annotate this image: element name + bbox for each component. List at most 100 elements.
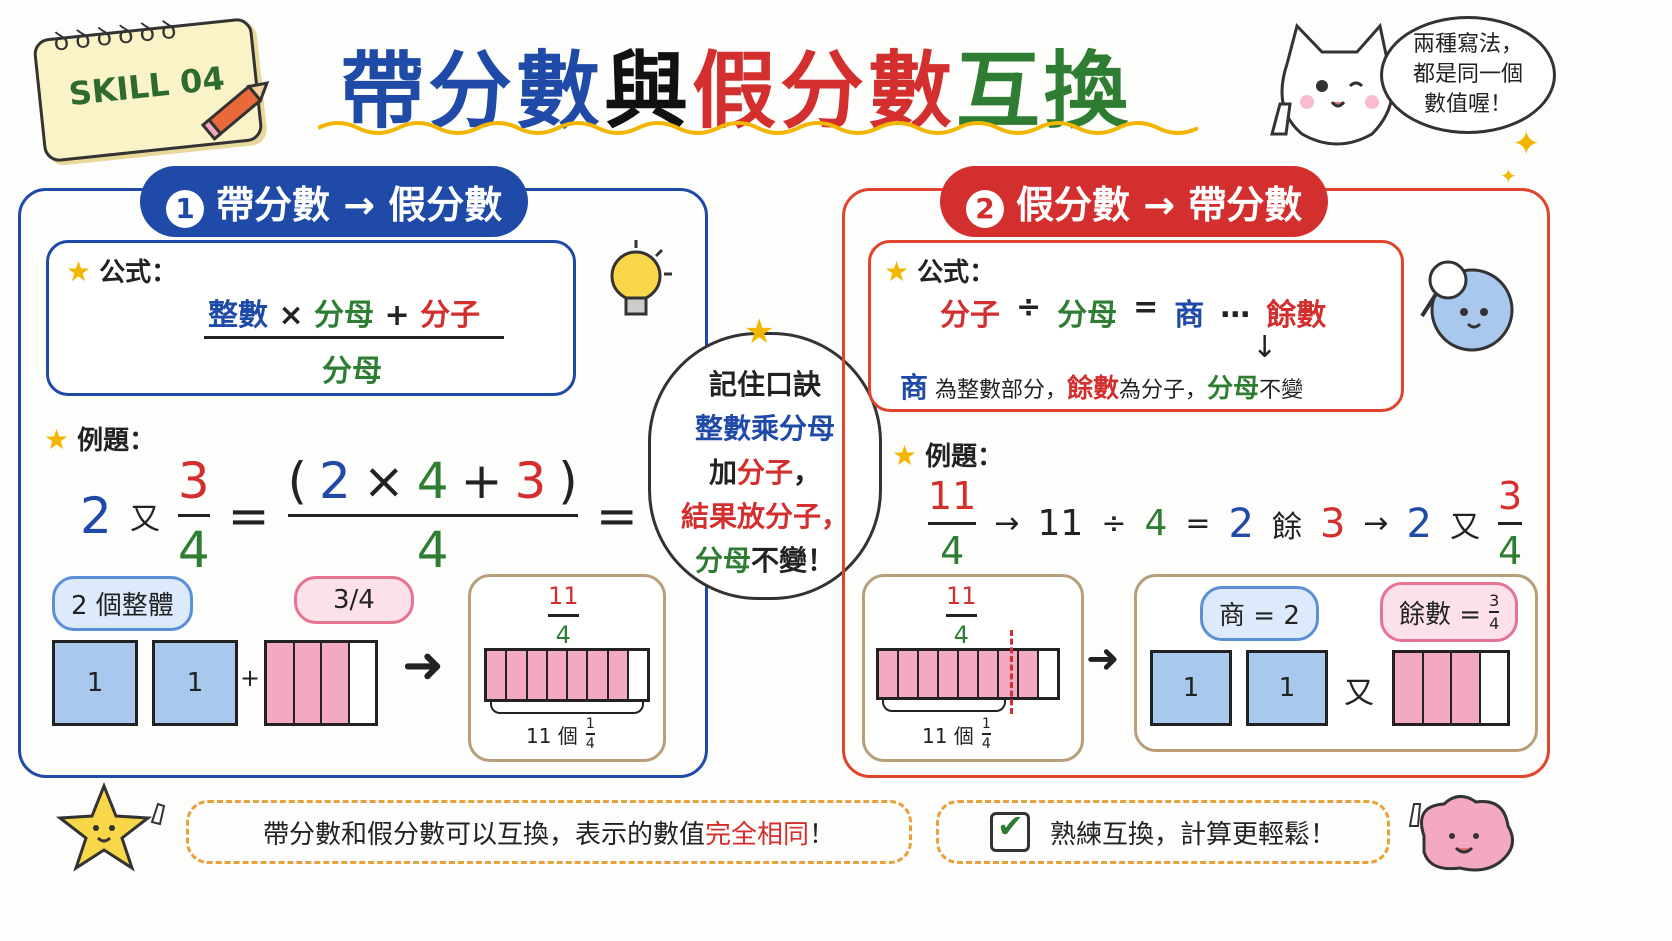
left-example-equation: 2 又 34 = ( 2 × 4 + 3 ) 4 = 114 [80,452,720,579]
left-count-label: 11 個 1 4 [526,716,595,752]
left-strip-eleven-quarters [484,648,650,702]
rex-fden: 4 [1498,529,1523,573]
speech-bubble: 兩種寫法， 都是同一個 數值喔！ [1380,16,1556,134]
cloud-line-4b: 不變！ [751,544,836,577]
right-count-text: 11 個 [922,723,974,748]
right-arrow-icon: ➜ [1086,636,1120,682]
cloud-title: 記住口訣 [708,368,821,401]
ex-you: 又 [129,501,160,537]
ex-a: 2 [319,452,351,510]
plus-sign: + [240,664,261,692]
ex-close-paren: ) [558,452,578,510]
f-div: ÷ [1016,290,1042,325]
brain-mascot-icon [1408,795,1514,872]
pencil-icon [200,81,270,141]
formula-whole: 整數 [208,298,268,333]
magnifier-mascot-icon [1420,260,1514,352]
left-formula-label: ★公式： [66,252,177,289]
ex-open-paren: ( [287,452,308,510]
cat-mascot-icon [1270,22,1394,146]
left-heading: 1 帶分數 → 假分數 [140,166,529,237]
cloud-line-4a: 分母 [694,544,751,577]
lightbulb-icon [610,240,672,316]
rule-text-1: 為整數部分， [935,378,1068,403]
left-heading-text: 帶分數 → 假分數 [216,183,503,227]
rex-calc-div: ÷ [1101,506,1127,541]
rex-remainder-word: 餘 [1271,509,1302,545]
formula-plus: + [384,298,410,333]
rex-remainder: 3 [1319,500,1346,547]
rex-whole: 2 [1406,500,1432,547]
ex-c: 3 [514,452,547,510]
speech-line-3: 數值喔！ [1423,92,1512,117]
left-example-label-text: 例題： [77,426,156,456]
bubble-remainder-label: 餘數 = [1399,599,1482,630]
footer-left-text: 帶分數和假分數可以互換，表示的數值 [262,819,705,850]
formula-den: 分母 [314,298,375,333]
right-you: 又 [1344,676,1374,711]
rule-text-3: 不變 [1259,378,1304,403]
rule-denominator: 分母 [1207,374,1260,404]
bubble-quotient: 商 = 2 [1200,586,1319,641]
star-icon: ★ [892,439,918,472]
rex-den: 4 [940,529,965,573]
right-whole-square-2: 1 [1246,650,1328,726]
f-num: 分子 [940,298,1000,333]
cloud-line-2b: 分子 [736,456,793,489]
speech-line-2: 都是同一個 [1412,62,1523,87]
cloud-line-3: 結果放分子， [680,500,849,533]
right-strip-eleven-quarters [876,648,1060,700]
ex-b: 4 [416,452,449,510]
formula-times: × [278,298,304,333]
rex-fnum: 3 [1498,474,1523,518]
speech-line-1: 兩種寫法， [1412,32,1523,57]
footer-right-text: 熟練互換，計算更輕鬆！ [1049,819,1336,850]
right-formula-box [868,240,1404,412]
bubble-whole: 2 個整體 [52,576,193,631]
left-count-text: 11 個 [526,723,578,748]
right-formula-label-text: 公式： [917,258,996,288]
ex-plus: + [460,452,503,510]
left-formula-label-text: 公式： [99,258,178,288]
fraction-strip-three-quarters [264,640,378,726]
left-count-den: 4 [585,736,595,752]
right-whole-square-1: 1 [1150,650,1232,726]
ex-den2: 4 [416,521,449,579]
star-icon: ★ [44,423,70,456]
left-heading-number: 1 [166,190,204,228]
right-heading-text: 假分數 → 帶分數 [1016,183,1303,227]
rex-calc-eq: = [1185,506,1211,541]
cloud-line-2a: 加 [708,456,737,489]
cloud-star-icon: ★ [744,312,775,352]
left-brace [490,700,644,714]
star-mascot-icon [55,782,166,872]
right-example-label: ★例題： [892,436,1003,473]
footer-left-note: 帶分數和假分數可以互換，表示的數值完全相同！ [186,800,912,864]
left-formula-bar [204,336,504,339]
rex-quotient: 2 [1228,500,1254,547]
star-icon: ★ [884,255,910,288]
left-count-num: 1 [585,716,595,732]
left-formula-numerator: 整數 × 分母 + 分子 [208,290,480,334]
left-result-den: 4 [555,621,571,649]
ex-num: 3 [177,452,210,510]
rex-arrow-2: → [1363,506,1389,541]
f-dots: … [1220,290,1251,325]
left-example-label: ★例題： [44,420,155,457]
ex-middle-fraction: ( 2 × 4 + 3 ) 4 [287,452,578,579]
ex-eq-1: = [227,486,270,545]
rex-arrow-1: → [994,506,1020,541]
rule-remainder: 餘數 [1067,374,1120,404]
right-example-label-text: 例題： [925,442,1004,472]
left-formula-box [46,240,576,396]
right-brace [882,698,1006,712]
left-arrow-icon: ➜ [402,636,444,694]
rex-calc-b: 4 [1144,503,1168,544]
formula-num: 分子 [420,298,481,333]
